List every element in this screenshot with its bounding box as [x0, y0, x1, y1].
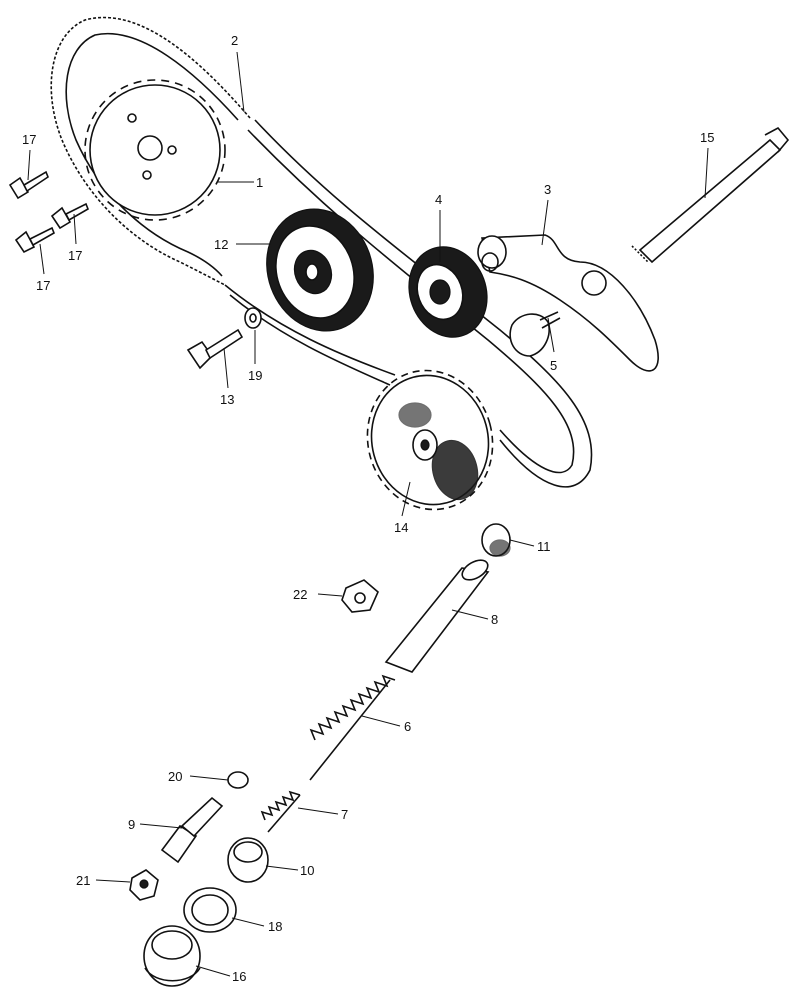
label-9: 9 [128, 817, 135, 832]
nut-22 [341, 579, 379, 613]
nut-21 [129, 869, 159, 901]
bolt-9 [160, 796, 224, 864]
tensioner-shaft [631, 126, 790, 264]
label-12: 12 [214, 237, 228, 252]
bolt-13 [186, 328, 244, 370]
label-22: 22 [293, 587, 307, 602]
guide-sprocket [408, 246, 488, 338]
callout-labels: 1 2 3 4 5 6 7 8 9 10 11 12 13 14 15 16 1… [22, 33, 714, 984]
label-3: 3 [544, 182, 551, 197]
label-17-a: 17 [22, 132, 36, 147]
label-21: 21 [76, 873, 90, 888]
plug-10 [227, 837, 269, 883]
label-17-b: 17 [68, 248, 82, 263]
label-18: 18 [268, 919, 282, 934]
tensioner-bracket [477, 234, 659, 372]
cap-16 [143, 925, 201, 987]
label-14: 14 [394, 520, 408, 535]
bolt-5 [509, 311, 561, 357]
ring-20 [227, 771, 249, 789]
spring-6 [309, 674, 396, 781]
bolt-17-a [8, 170, 49, 200]
tensioner-roller [266, 208, 374, 332]
gasket-18 [183, 887, 237, 933]
cap-11 [481, 523, 511, 557]
bolt-17-b [50, 202, 89, 230]
spring-7 [260, 790, 301, 833]
label-1: 1 [256, 175, 263, 190]
cam-sprocket [84, 79, 226, 221]
leader-lines [27, 51, 709, 977]
label-10: 10 [300, 863, 314, 878]
push-rod [384, 559, 490, 673]
label-17-c: 17 [36, 278, 50, 293]
washer-19 [244, 307, 262, 329]
cam-chain [50, 16, 593, 488]
label-20: 20 [168, 769, 182, 784]
label-15: 15 [700, 130, 714, 145]
label-7: 7 [341, 807, 348, 822]
drive-sprocket [366, 369, 494, 511]
label-8: 8 [491, 612, 498, 627]
bolt-17-c [14, 226, 56, 254]
label-13: 13 [220, 392, 234, 407]
label-16: 16 [232, 969, 246, 984]
label-6: 6 [404, 719, 411, 734]
label-19: 19 [248, 368, 262, 383]
label-4: 4 [435, 192, 442, 207]
label-5: 5 [550, 358, 557, 373]
label-11: 11 [537, 539, 551, 554]
label-2: 2 [231, 33, 238, 48]
